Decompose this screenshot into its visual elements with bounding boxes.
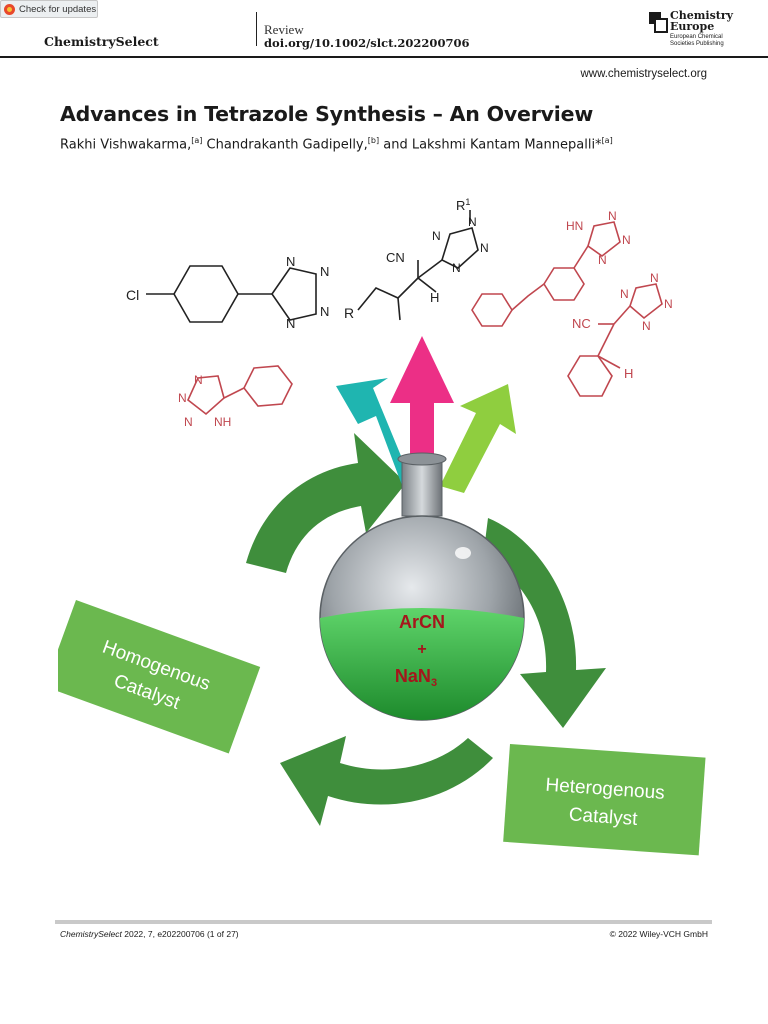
publisher-sub1: European Chemical [670, 34, 723, 40]
chemistry-europe-logo-icon [649, 12, 668, 33]
tz4-n2: N [650, 271, 659, 285]
journal-name: ChemistrySelect [44, 34, 159, 49]
nan-subscript: 3 [431, 677, 437, 689]
h-label-1: H [430, 290, 439, 305]
tz5-n3: N [184, 415, 193, 429]
pink-arrow [390, 336, 454, 483]
check-for-updates-label: Check for updates [19, 3, 97, 15]
tz5-n1: N [194, 373, 203, 387]
header-divider [256, 12, 257, 46]
tz3-n1: N [608, 209, 617, 223]
tz1-n4: N [286, 316, 295, 331]
nh-label: NH [214, 415, 231, 429]
h-label-2: H [624, 366, 633, 381]
flask-highlight [455, 547, 471, 559]
heterogenous-catalyst-label: Heterogenous Catalyst [503, 744, 706, 856]
cycle-arrow-bottom [280, 736, 493, 826]
tz1-n3: N [320, 304, 329, 319]
publisher-name: Chemistry Europe [670, 10, 733, 32]
flask-reagent-nan: NaN3 [395, 666, 437, 689]
heterogenous-line2: Catalyst [568, 804, 639, 830]
author-3: and Lakshmi Kantam Mannepalli* [383, 137, 602, 153]
cycle-arrow-top-left [246, 433, 406, 573]
tz3-n2: N [622, 233, 631, 247]
flask-rim [397, 452, 447, 466]
check-for-updates-badge[interactable]: Check for updates [0, 0, 98, 18]
footer-rule [55, 920, 712, 924]
footer-journal: ChemistrySelect [60, 929, 122, 939]
doi-link[interactable]: doi.org/10.1002/slct.202200706 [264, 36, 470, 50]
publisher-subtitle: European Chemical Societies Publishing [670, 34, 740, 47]
tz4-n1: N [620, 287, 629, 301]
nc-label: NC [572, 316, 591, 331]
flask-plus: + [417, 641, 426, 658]
journal-website-link[interactable]: www.chemistryselect.org [580, 68, 707, 80]
tz2-n1: N [432, 229, 441, 243]
graphical-abstract: ArCN + NaN3 Homogenous Catalyst Heteroge… [58, 197, 706, 856]
crossmark-icon [4, 3, 15, 15]
footer-citation-details: 2022, 7, e202200706 (1 of 27) [121, 929, 239, 939]
tz4-n3: N [664, 297, 673, 311]
tz1-n2: N [320, 264, 329, 279]
tz4-n4: N [642, 319, 651, 333]
cycle-arrow-right [483, 518, 606, 728]
structure-chlorophenyl-tetrazole: Cl N N N N [126, 254, 329, 331]
author-1-affiliation: [a] [191, 136, 203, 145]
flask-neck [401, 457, 443, 517]
author-2-affiliation: [b] [367, 136, 380, 145]
r-label: R [344, 305, 354, 321]
hn-label: HN [566, 219, 583, 233]
footer-copyright: © 2022 Wiley-VCH GmbH [609, 929, 708, 939]
structure-styryl-tetrazole: HN N N N [471, 209, 631, 327]
publisher-line2: Europe [670, 20, 715, 33]
tz5-n2: N [178, 391, 187, 405]
footer-citation: ChemistrySelect 2022, 7, e202200706 (1 o… [60, 929, 239, 939]
header-rule [0, 56, 768, 58]
tz1-n1: N [286, 254, 295, 269]
heterogenous-box [503, 744, 706, 856]
tz2-n4: N [452, 261, 461, 275]
article-title: Advances in Tetrazole Synthesis – An Ove… [60, 102, 594, 126]
cl-label: Cl [126, 287, 139, 303]
cn-label: CN [386, 250, 405, 265]
homogenous-box [58, 600, 261, 754]
tz3-n3: N [598, 253, 607, 267]
flask-liquid [320, 608, 524, 720]
homogenous-catalyst-label: Homogenous Catalyst [58, 600, 261, 754]
structure-diene-tetrazole: R CN H N N N N R1 [344, 197, 489, 321]
nan-text: NaN [395, 666, 431, 686]
article-type: Review [264, 22, 304, 37]
lime-arrow [440, 384, 516, 493]
author-list: Rakhi Vishwakarma,[a] Chandrakanth Gadip… [60, 136, 613, 152]
author-1: Rakhi Vishwakarma, [60, 137, 192, 153]
r1-label: R1 [456, 197, 470, 213]
flask-reagent-arcn: ArCN [399, 612, 445, 632]
teal-arrow [336, 378, 406, 488]
publisher-sub2: Societies Publishing [670, 40, 724, 47]
structure-cinnamonitrile-tetrazole: NC N N N N H [567, 271, 673, 397]
tz2-n3: N [480, 241, 489, 255]
structure-phenyl-tetrazole: N N N NH [178, 365, 293, 429]
tz2-n2: N [468, 215, 477, 229]
author-2: Chandrakanth Gadipelly, [206, 137, 368, 153]
publisher-line1: Chemistry [670, 9, 734, 22]
author-3-affiliation: [a] [601, 136, 613, 145]
